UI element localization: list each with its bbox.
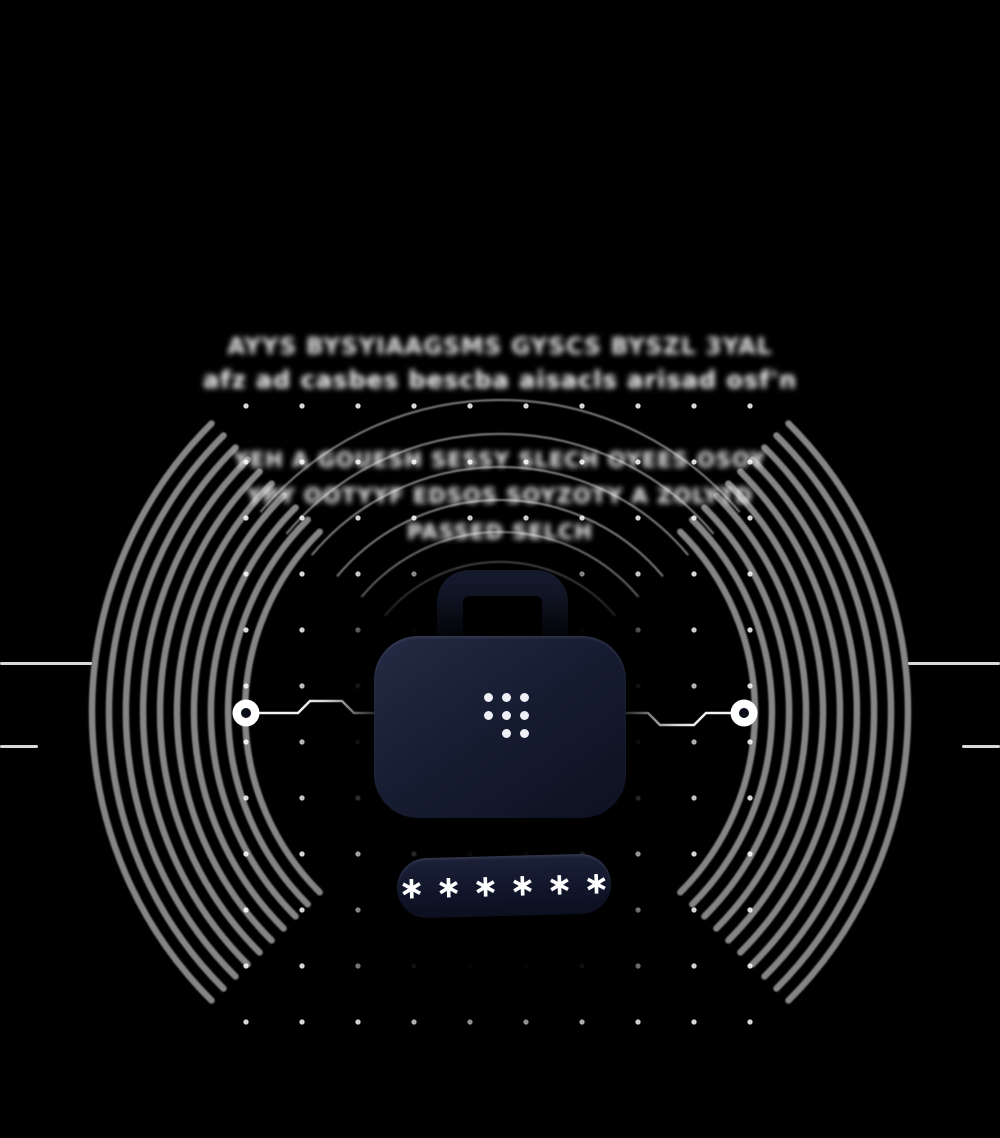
edge-line-left-lower [0, 745, 38, 748]
circuit-trace-left [257, 699, 384, 715]
keypad-dot [519, 728, 529, 738]
arc [139, 456, 251, 968]
blurred-subtext-line-1: YEH A GOUESH SESSY SLECH OYEES OSOY [233, 448, 767, 472]
edge-line-left-upper [0, 662, 92, 665]
edge-line-right-lower [962, 745, 1000, 748]
password-field: ∗∗∗∗∗∗ [396, 853, 621, 919]
arc [105, 432, 227, 992]
briefcase-body [374, 636, 626, 818]
keypad-dot [483, 692, 493, 702]
blurred-subtext-line-2: YPY OOTYYF EDSOS SOYZOTY A ZOLYTD [246, 484, 754, 508]
keypad-dot [519, 692, 529, 702]
arc [785, 420, 912, 1004]
circuit-trace-right [616, 711, 733, 727]
keypad-dot [519, 710, 529, 720]
password-masked-text: ∗∗∗∗∗∗ [398, 864, 621, 907]
arc [761, 444, 878, 980]
keypad-dot [483, 710, 493, 720]
arc [773, 432, 895, 992]
keypad-dot [501, 710, 511, 720]
keypad-dot [501, 692, 511, 702]
blurred-headline-line-1: AYYS BYSYIAAGSMS GYSCS BYSZL 3YAL [227, 334, 773, 360]
arc [749, 456, 861, 968]
blurred-subtext-line-3: PASSED SELCH [407, 520, 593, 544]
edge-line-right-upper [908, 662, 1000, 665]
circuit-node-right [730, 699, 758, 727]
arc [88, 420, 215, 1004]
blurred-headline-line-2: afz ad casbes bescba aisacls arisad osf'… [202, 366, 798, 394]
keypad-dot [501, 728, 511, 738]
arc [737, 468, 844, 956]
circuit-node-left [232, 699, 260, 727]
arc [122, 444, 239, 980]
arc [156, 468, 263, 956]
